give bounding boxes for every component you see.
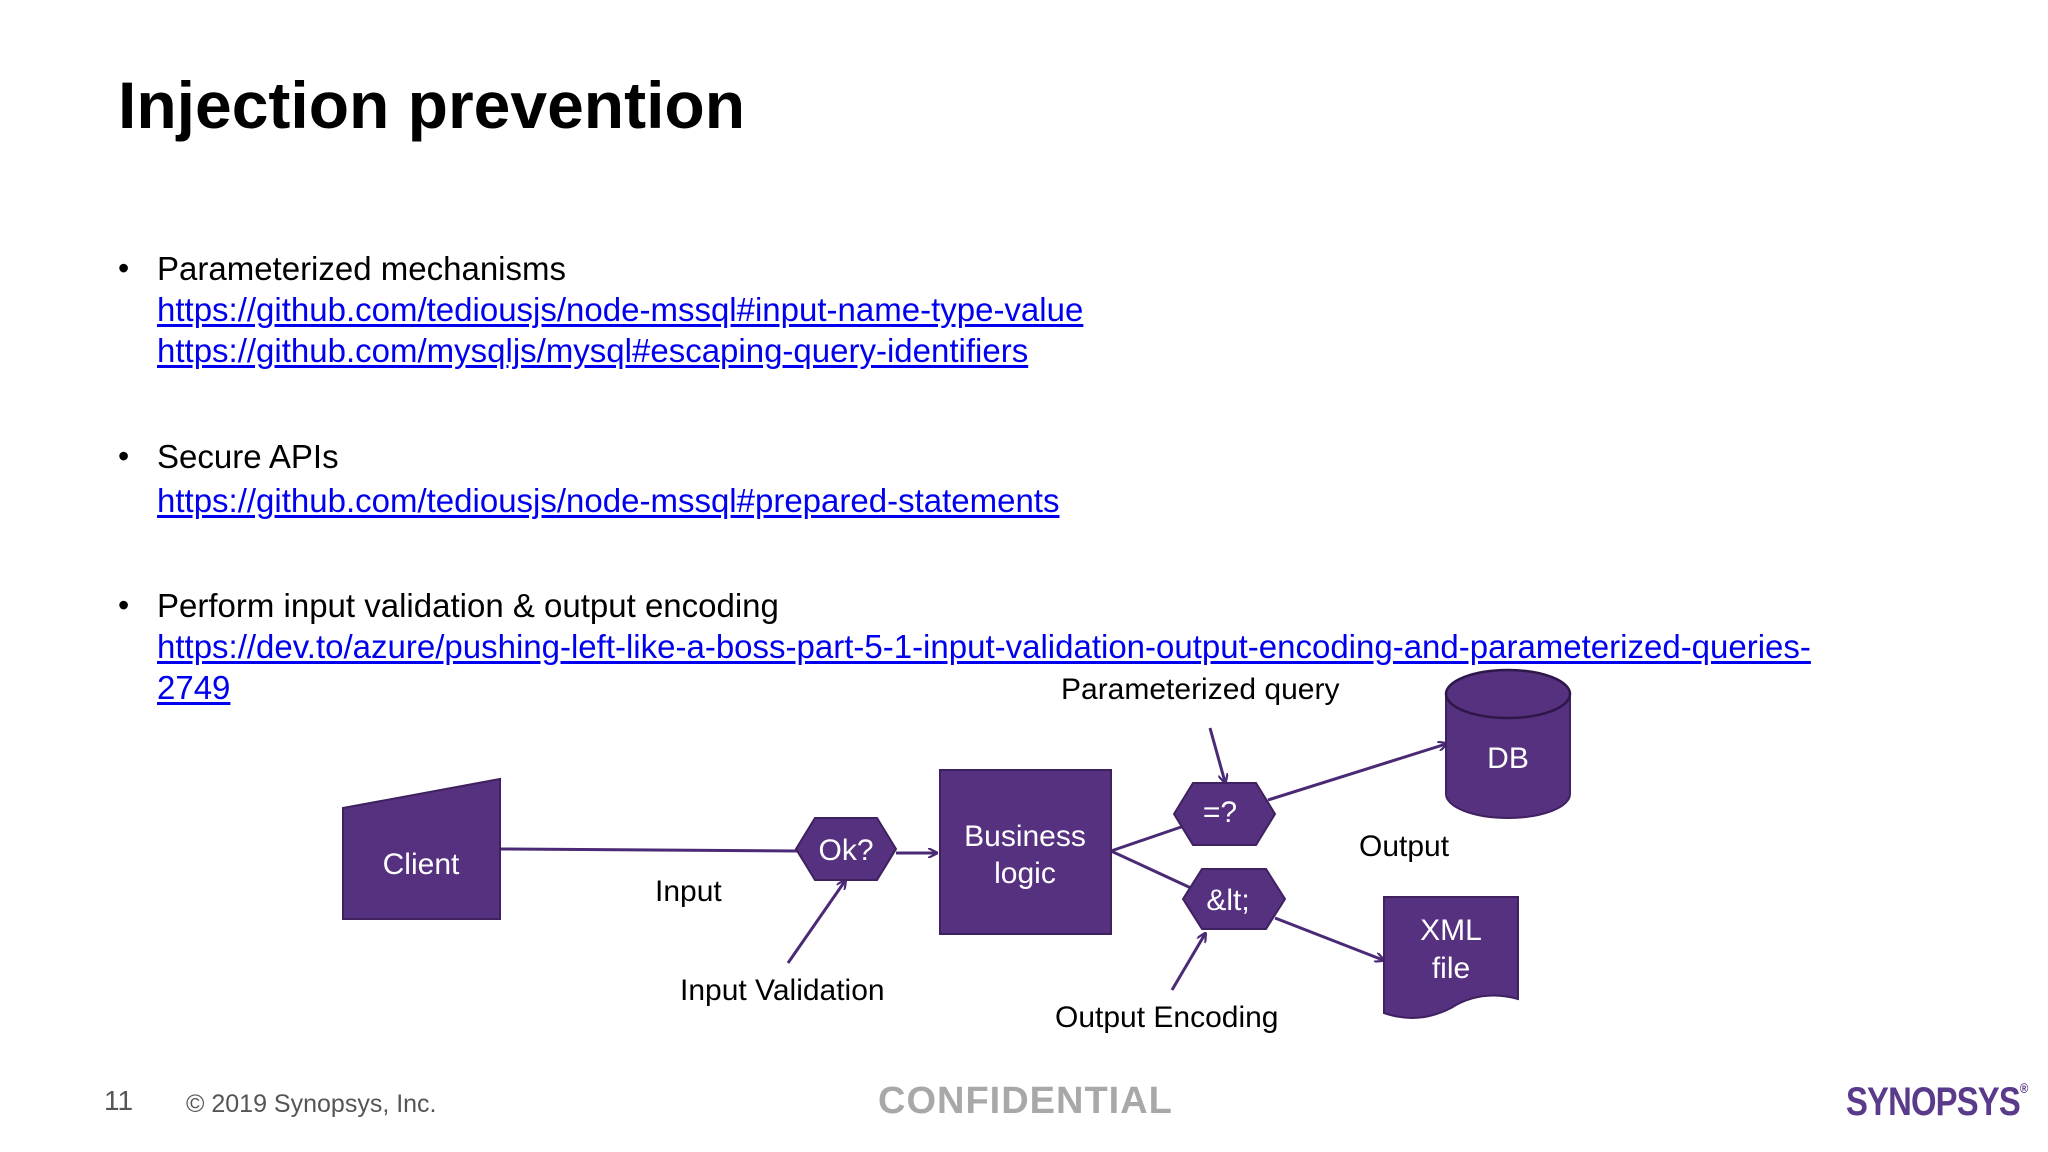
- input-validation-label: Input Validation: [680, 974, 885, 1007]
- input-validation-arrow: [786, 881, 845, 964]
- param-to-db-arrow: [1267, 744, 1446, 802]
- bullet-parameterized-mechanisms: • Parameterized mechanisms https://githu…: [118, 248, 1083, 371]
- ok-label: Ok?: [818, 834, 873, 867]
- bullet-input-validation: • Perform input validation & output enco…: [118, 585, 1811, 708]
- copyright-text: © 2019 Synopsys, Inc.: [186, 1090, 437, 1118]
- logo-registered-mark: ®: [2019, 1080, 2029, 1096]
- input-label: Input: [655, 875, 722, 908]
- output-encoding-label: Output Encoding: [1055, 1001, 1279, 1034]
- bullet-secure-apis: • Secure APIs https://github.com/tedious…: [118, 436, 1059, 521]
- bullet-marker: •: [118, 438, 130, 474]
- xml-label-line2: file: [1432, 952, 1470, 985]
- business-to-encode-line: [1110, 849, 1192, 890]
- client-label: Client: [383, 848, 460, 881]
- business-label-line1: Business: [964, 820, 1086, 853]
- bullet-heading: Parameterized mechanisms: [157, 250, 566, 287]
- client-to-ok-line: [499, 847, 799, 853]
- bullet-heading: Secure APIs: [157, 438, 339, 475]
- link-devto-pushing-left[interactable]: https://dev.to/azure/pushing-left-like-a…: [157, 628, 1811, 665]
- xml-file-node: XML file: [1383, 896, 1519, 1019]
- db-label: DB: [1487, 742, 1529, 775]
- business-label-line2: logic: [994, 857, 1056, 890]
- page-number: 11: [104, 1085, 134, 1116]
- link-node-mssql-input[interactable]: https://github.com/tediousjs/node-mssql#…: [157, 291, 1084, 328]
- output-label: Output: [1359, 830, 1450, 863]
- logo-wordmark: SYNOPSYS: [1846, 1080, 2021, 1124]
- link-node-mssql-prepared[interactable]: https://github.com/tediousjs/node-mssql#…: [157, 482, 1060, 519]
- encode-label: &lt;: [1206, 884, 1249, 917]
- confidential-label: CONFIDENTIAL: [878, 1080, 1173, 1122]
- bullet-marker: •: [118, 250, 130, 286]
- output-encoding-arrow: [1170, 934, 1205, 991]
- link-devto-pushing-left-cont[interactable]: 2749: [157, 669, 231, 706]
- bullet-heading: Perform input validation & output encodi…: [157, 587, 779, 624]
- bullet-marker: •: [118, 587, 130, 623]
- ok-check-node: Ok?: [794, 817, 898, 881]
- encode-to-xml-arrow: [1274, 916, 1383, 960]
- database-node: DB: [1444, 668, 1572, 819]
- synopsys-logo: SYNOPSYS®: [1846, 1080, 2028, 1125]
- business-to-param-line: [1110, 824, 1185, 853]
- link-mysql-escaping[interactable]: https://github.com/mysqljs/mysql#escapin…: [157, 332, 1029, 369]
- client-node: Client: [342, 777, 501, 920]
- param-label: =?: [1203, 796, 1237, 829]
- param-query-arrow: [1208, 727, 1225, 782]
- slide-title: Injection prevention: [118, 68, 746, 142]
- parameterized-query-label: Parameterized query: [1061, 673, 1339, 706]
- param-query-node: =?: [1172, 782, 1277, 846]
- encode-node: &lt;: [1181, 868, 1287, 930]
- business-logic-node: Business logic: [939, 769, 1112, 935]
- xml-label-line1: XML: [1420, 914, 1482, 947]
- connector-group: [499, 727, 1446, 991]
